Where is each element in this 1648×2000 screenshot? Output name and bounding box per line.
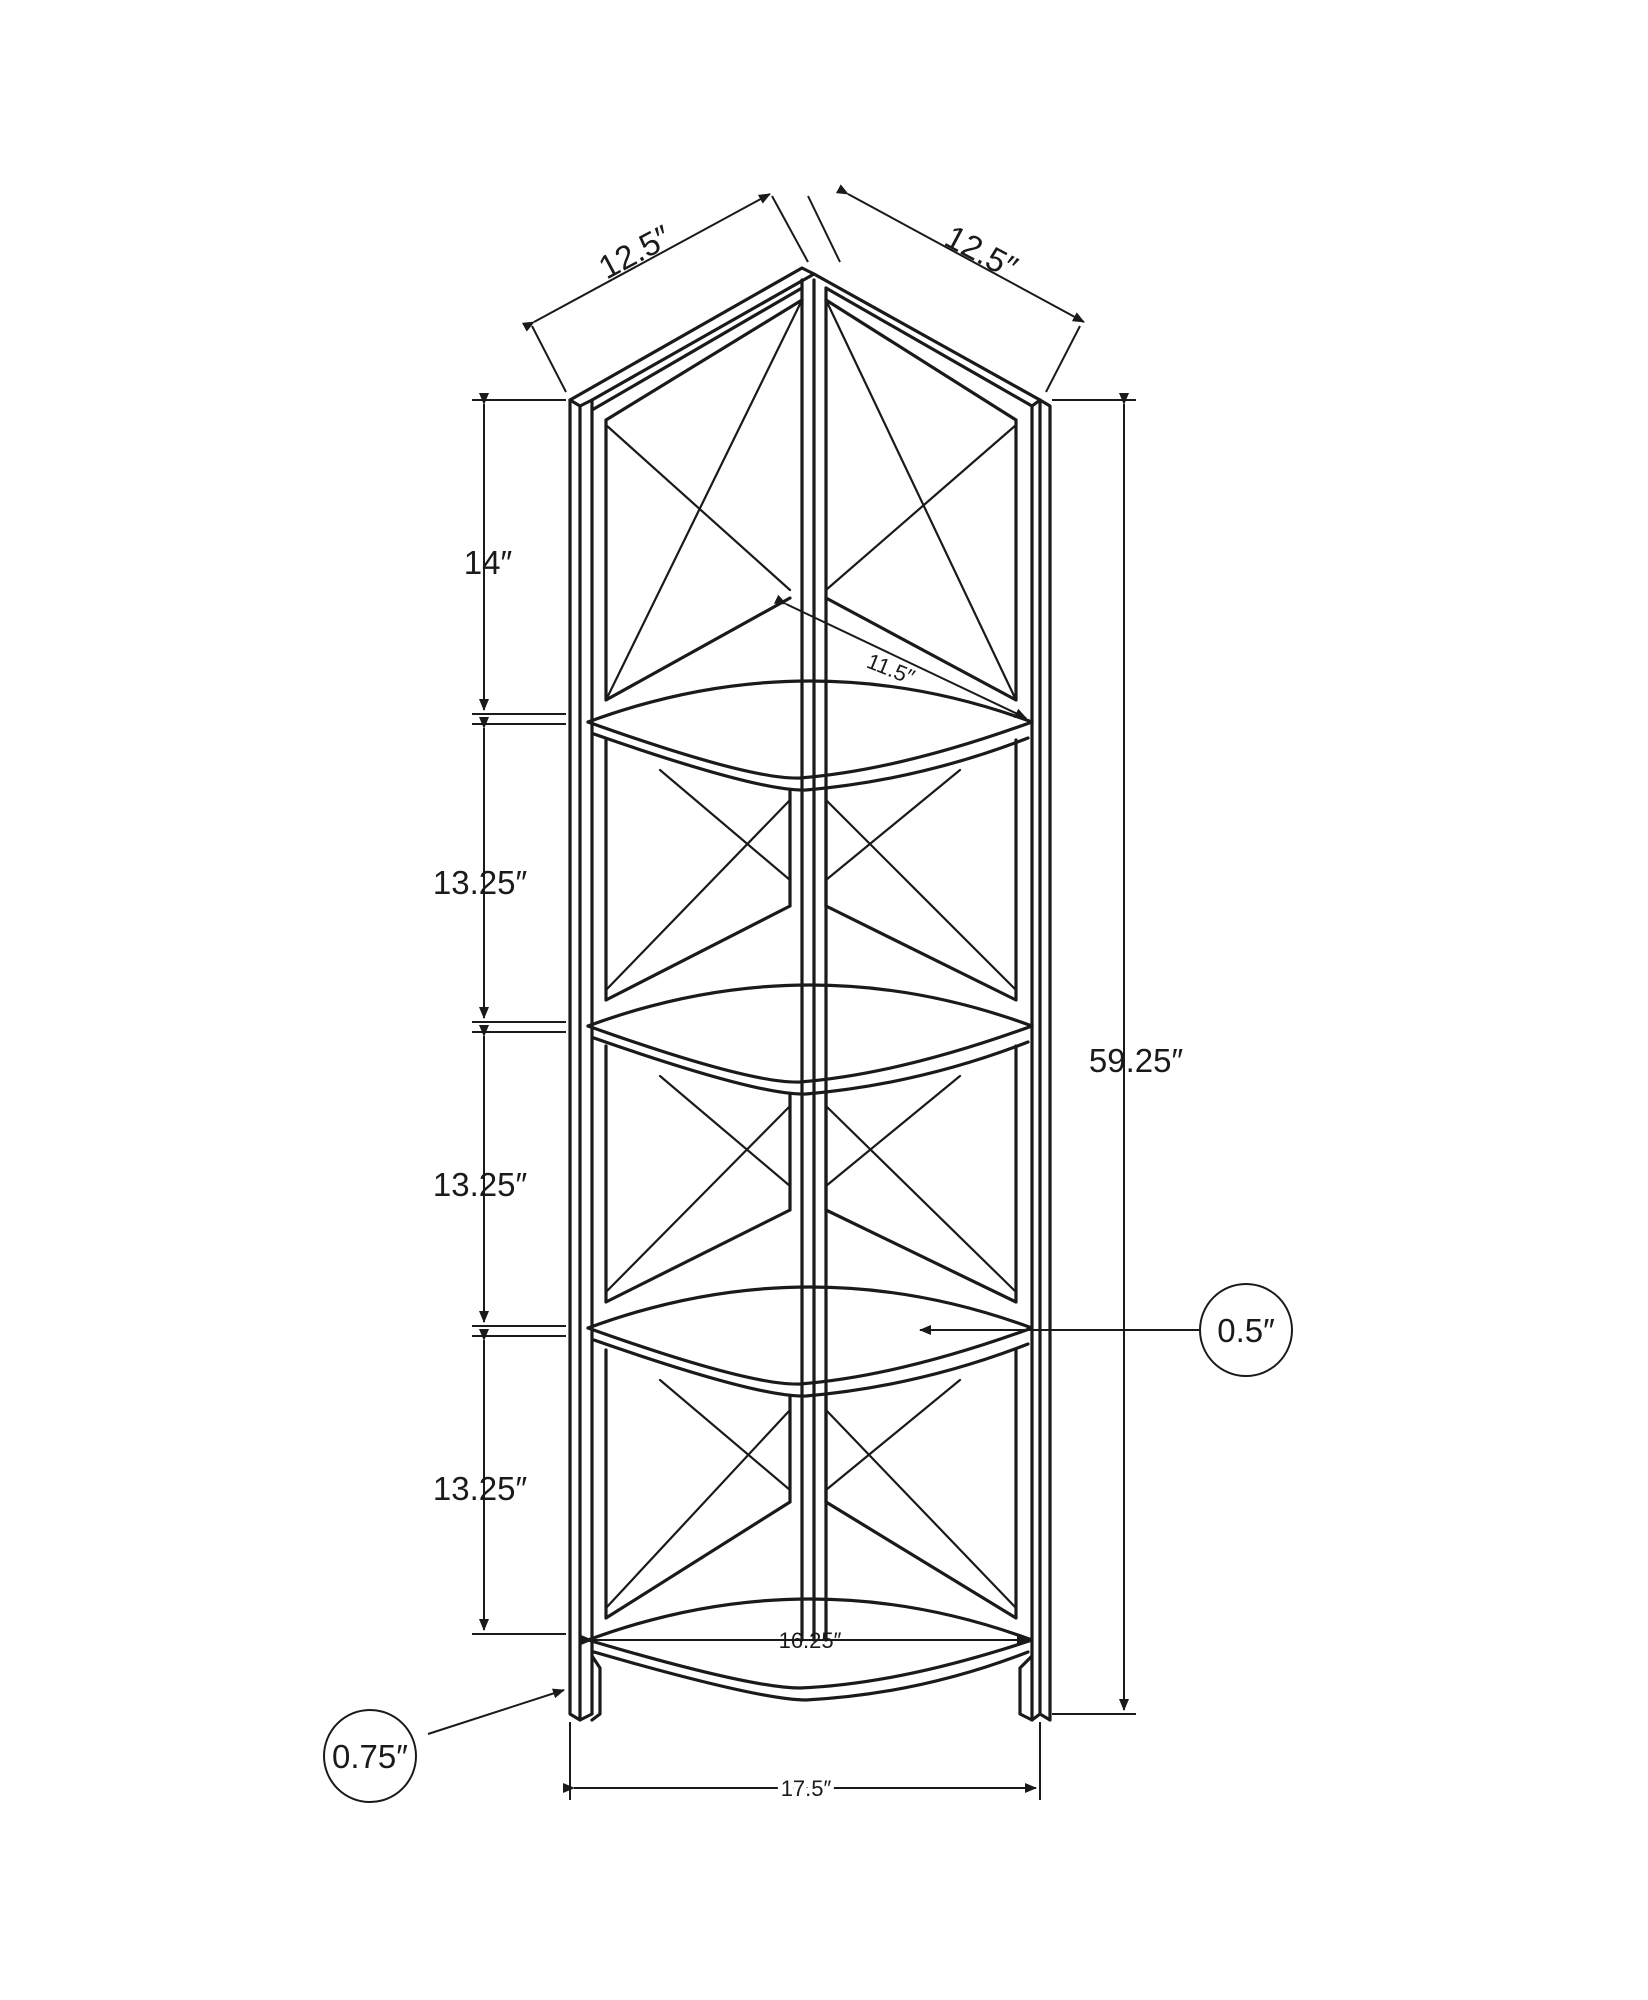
top-right-depth-label: 12.5″ <box>939 218 1024 286</box>
shelf-thickness-label: 0.5″ <box>1217 1312 1275 1349</box>
shelf-1 <box>586 679 1034 792</box>
middle-section-height-1-label: 13.25″ <box>433 864 528 901</box>
top-rail-left <box>568 266 816 412</box>
top-section-height-label: 14″ <box>464 544 513 581</box>
middle-section-height-2-label: 13.25″ <box>433 1166 528 1203</box>
shelf-thickness-callout <box>1199 1283 1293 1377</box>
bookcase-frame <box>568 266 1052 1722</box>
total-height-label: 59.25″ <box>1089 1042 1184 1079</box>
center-post <box>800 278 828 1642</box>
bottom-shelf-width-label: 16.25″ <box>779 1628 842 1653</box>
dimension-lines <box>427 184 1200 1800</box>
left-leg <box>590 1654 602 1722</box>
shelf-3 <box>586 1285 1034 1398</box>
shelf-bottom <box>586 1597 1034 1702</box>
top-left-depth-label: 12.5″ <box>592 218 677 286</box>
shelves <box>586 679 1034 1702</box>
overall-width-label: 17.5″ <box>781 1776 832 1801</box>
bottom-section-height-label: 13.25″ <box>433 1470 528 1507</box>
top-rail-right <box>812 272 1042 408</box>
right-post <box>1030 398 1052 1722</box>
leg-thickness-callout <box>323 1709 417 1803</box>
right-leg <box>1018 1654 1034 1722</box>
shelf-2 <box>586 983 1034 1096</box>
left-post <box>568 398 594 1722</box>
leg-thickness-label: 0.75″ <box>332 1738 408 1775</box>
side-panels <box>604 298 1018 1620</box>
